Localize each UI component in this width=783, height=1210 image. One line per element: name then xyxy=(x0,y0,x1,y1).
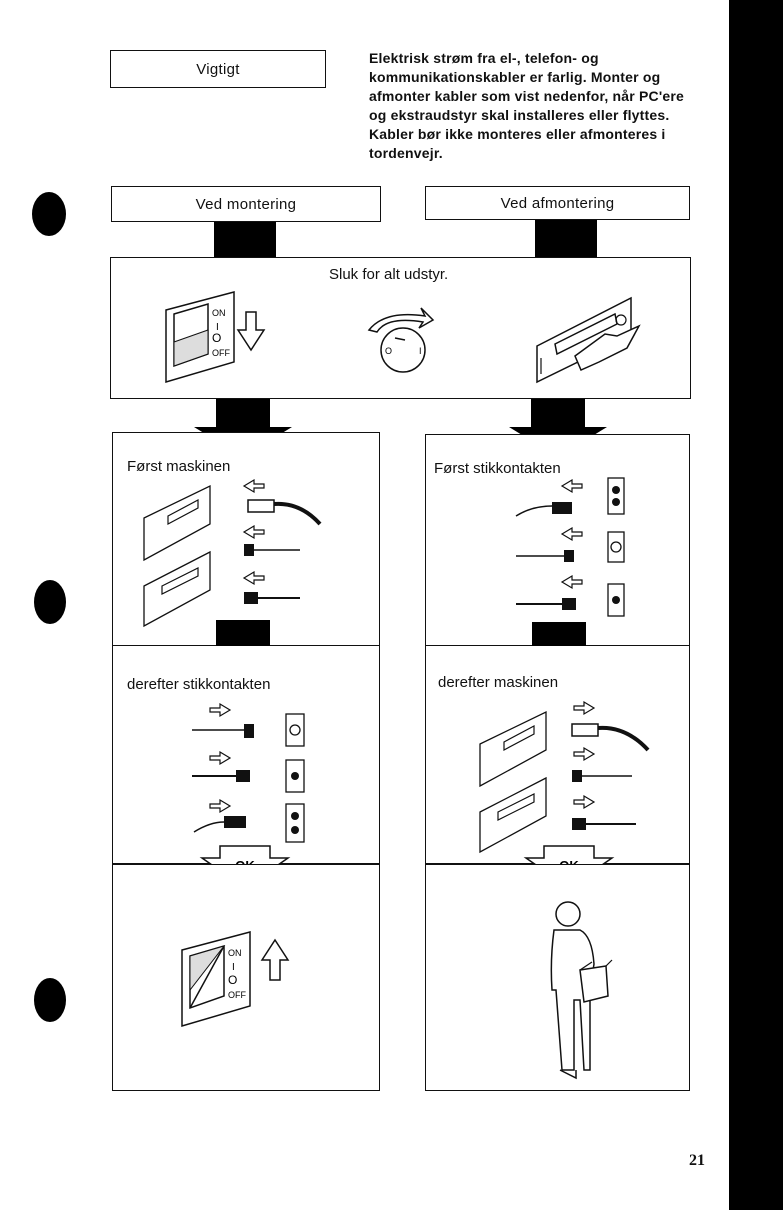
left-down-arrow-1 xyxy=(194,399,292,457)
right-step2-panel: derefter maskinen xyxy=(425,646,690,864)
svg-text:I: I xyxy=(419,346,422,356)
power-switch-off-illustration: ON I O OFF xyxy=(165,291,266,384)
left-final-panel xyxy=(112,864,380,1091)
dial-illustration: O I xyxy=(367,307,435,373)
svg-text:O: O xyxy=(385,346,392,356)
power-switch-on-illustration: ON I O OFF xyxy=(181,931,290,1028)
notice-label-box: Vigtigt xyxy=(110,50,326,88)
left-step1-text: Først maskinen xyxy=(127,458,231,475)
right-step2-text: derefter maskinen xyxy=(438,674,559,691)
switch-off-label: OFF xyxy=(212,348,230,358)
shared-step-text: Sluk for alt udstyr. xyxy=(329,266,449,283)
left-column-header-label: Ved montering xyxy=(195,195,297,213)
person-carrying-box-illustration xyxy=(550,901,613,1080)
right-step1-sockets-cables xyxy=(515,477,625,617)
svg-text:O: O xyxy=(228,973,237,987)
left-column-header: Ved montering xyxy=(111,186,381,222)
svg-text:I: I xyxy=(232,962,235,973)
switch-one-label: I xyxy=(216,322,219,333)
right-step1-text: Først stikkontakten xyxy=(434,460,561,477)
svg-text:ON: ON xyxy=(228,948,242,958)
right-step1-panel: Først stikkontakten xyxy=(425,434,690,646)
switch-on-label: ON xyxy=(212,308,226,318)
binding-hole-1 xyxy=(32,192,66,236)
right-down-arrow-1 xyxy=(509,399,607,457)
left-step1-machine-cables xyxy=(143,478,322,628)
svg-text:OFF: OFF xyxy=(228,990,246,1000)
right-step2-machine-cables xyxy=(479,700,650,854)
left-step2-text: derefter stikkontakten xyxy=(127,676,271,693)
notice-label: Vigtigt xyxy=(196,60,240,78)
right-final-panel xyxy=(425,864,690,1091)
binding-hole-2 xyxy=(34,580,66,624)
notice-text: Elektrisk strøm fra el-, telefon- og kom… xyxy=(369,50,684,161)
right-connector-bar xyxy=(535,220,597,258)
left-connector-bar xyxy=(214,222,276,258)
switch-zero-label: O xyxy=(212,331,221,345)
binding-hole-3 xyxy=(34,978,66,1022)
right-column-header-label: Ved afmontering xyxy=(500,194,615,212)
diskette-drive-illustration xyxy=(536,296,641,384)
left-step2-cables-sockets xyxy=(192,702,305,843)
left-step1-panel: Først maskinen xyxy=(112,432,380,646)
right-column-header: Ved afmontering xyxy=(425,186,690,220)
page-number: 21 xyxy=(689,1152,705,1169)
page-edge-shadow xyxy=(729,0,783,1210)
